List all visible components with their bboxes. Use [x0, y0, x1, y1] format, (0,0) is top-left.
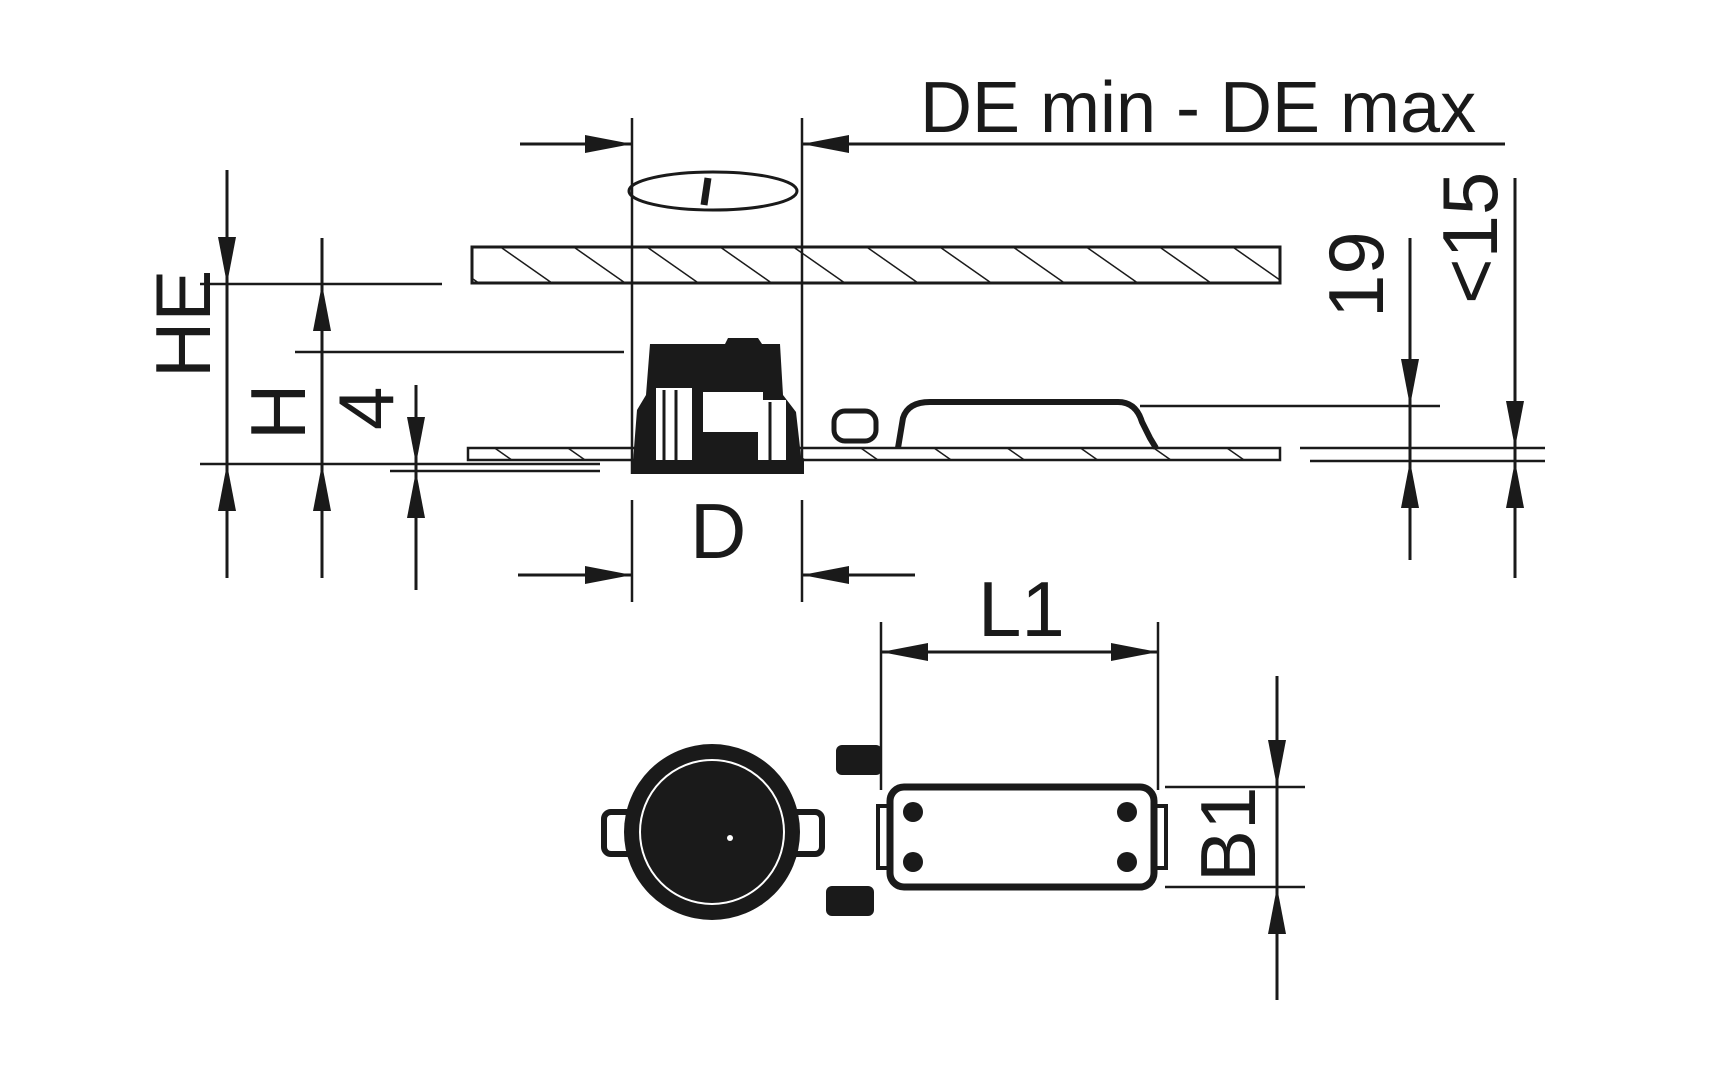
clamp-top [836, 745, 882, 775]
h-label: H [234, 384, 322, 440]
d-label: D [690, 487, 746, 575]
side-view: DE min - DE max D HE H 4 19 <15 [139, 68, 1545, 602]
b1-dimension [1268, 676, 1286, 1000]
de-dimension [520, 135, 1505, 153]
ceiling-panel [466, 446, 1282, 462]
luminaire-top [601, 744, 825, 920]
h-dimension [313, 238, 331, 578]
ceiling-slab [470, 245, 1282, 285]
lt15-dimension [1506, 178, 1524, 578]
lt15-label: <15 [1426, 172, 1514, 304]
clamp-bottom [826, 886, 874, 916]
downlight-body [632, 338, 804, 474]
d-dimension [518, 566, 915, 584]
top-view: L1 B1 [601, 565, 1305, 1000]
screw-mark [700, 177, 712, 206]
b1-label: B1 [1184, 787, 1272, 882]
clip [831, 408, 879, 444]
driver-profile [895, 399, 1159, 450]
cutout-ellipse [627, 170, 799, 212]
nineteen-label: 19 [1312, 231, 1400, 318]
he-label: HE [139, 270, 227, 378]
l1-label: L1 [978, 565, 1065, 653]
de-range-label: DE min - DE max [920, 68, 1476, 148]
driver-top [876, 783, 1168, 891]
four-dimension [407, 385, 425, 590]
nineteen-dimension [1401, 238, 1419, 560]
l1-dimension [881, 643, 1158, 661]
four-label: 4 [322, 387, 410, 430]
he-dimension [218, 170, 236, 578]
